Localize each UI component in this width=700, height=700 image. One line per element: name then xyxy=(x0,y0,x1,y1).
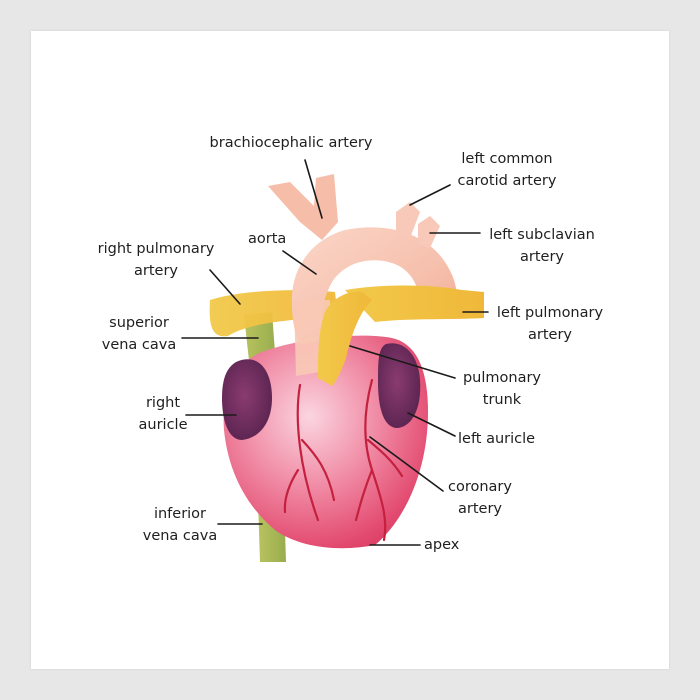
left-common-carotid-shape xyxy=(396,202,420,238)
label-superior-vena-cava: superior vena cava xyxy=(101,315,177,353)
label-aorta: aorta xyxy=(248,231,287,247)
right-auricle-shape xyxy=(222,359,272,440)
left-pulmonary-artery-shape xyxy=(345,285,484,322)
coronary-arteries xyxy=(283,378,404,542)
leader-right-pulmonary xyxy=(209,269,241,305)
label-left-subclavian-artery: left subclavian artery xyxy=(489,227,595,265)
label-apex: apex xyxy=(424,537,460,553)
brachiocephalic-artery-shape xyxy=(268,174,338,240)
leader-left-auricle xyxy=(407,412,456,437)
leader-aorta xyxy=(282,250,317,275)
leader-coronary-artery xyxy=(369,436,444,492)
label-pulmonary-trunk: pulmonary trunk xyxy=(462,370,542,408)
label-inferior-vena-cava: inferior vena cava xyxy=(142,506,218,544)
label-left-common-carotid-artery: left common carotid artery xyxy=(457,151,557,189)
leader-lines xyxy=(181,159,489,546)
label-left-auricle: left auricle xyxy=(458,431,536,447)
label-left-pulmonary-artery: left pulmonary artery xyxy=(496,305,604,343)
left-subclavian-shape xyxy=(418,216,440,248)
label-right-pulmonary-artery: right pulmonary artery xyxy=(97,241,215,279)
label-right-auricle: right auricle xyxy=(138,395,188,433)
leader-pulmonary-trunk xyxy=(349,345,456,379)
label-coronary-artery: coronary artery xyxy=(448,479,512,517)
label-brachiocephalic-artery: brachiocephalic artery xyxy=(209,135,373,151)
heart-body xyxy=(223,335,428,549)
pulmonary-trunk-shape xyxy=(318,291,372,386)
leader-left-common-carotid xyxy=(409,184,451,206)
leader-brachiocephalic xyxy=(304,159,323,219)
aorta-shape xyxy=(291,227,457,345)
